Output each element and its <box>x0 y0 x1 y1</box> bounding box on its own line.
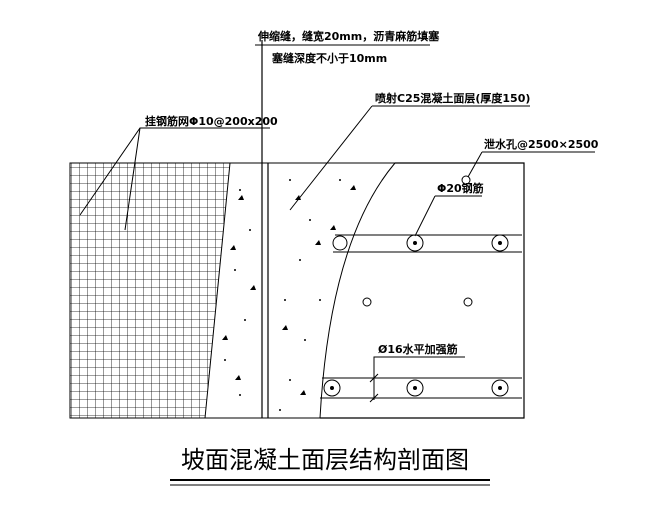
leader-lines <box>79 44 595 403</box>
rebar20-label: Φ20钢筋 <box>437 181 484 195</box>
mesh-label: 挂钢筋网Φ10@200x200 <box>145 114 278 128</box>
steel-mesh <box>69 162 231 419</box>
rebar-row-upper <box>332 234 522 253</box>
slope-boundary <box>320 162 525 419</box>
joint-label: 伸缩缝，缝宽20mm，沥青麻筋填塞 <box>257 29 440 43</box>
rebar-row-lower <box>320 377 522 399</box>
drain-holes <box>362 175 473 307</box>
joint-depth-label: 塞缝深度不小于10mm <box>271 51 387 65</box>
rebar16-label: Ø16水平加强筋 <box>378 342 458 356</box>
concrete-aggregate <box>222 179 356 411</box>
drawing-title: 坡面混凝土面层结构剖面图 <box>181 446 469 474</box>
concrete-layer <box>204 162 397 419</box>
drain-label: 泄水孔@2500×2500 <box>484 137 599 151</box>
shotcrete-label: 喷射C25混凝土面层(厚度150) <box>375 91 530 105</box>
